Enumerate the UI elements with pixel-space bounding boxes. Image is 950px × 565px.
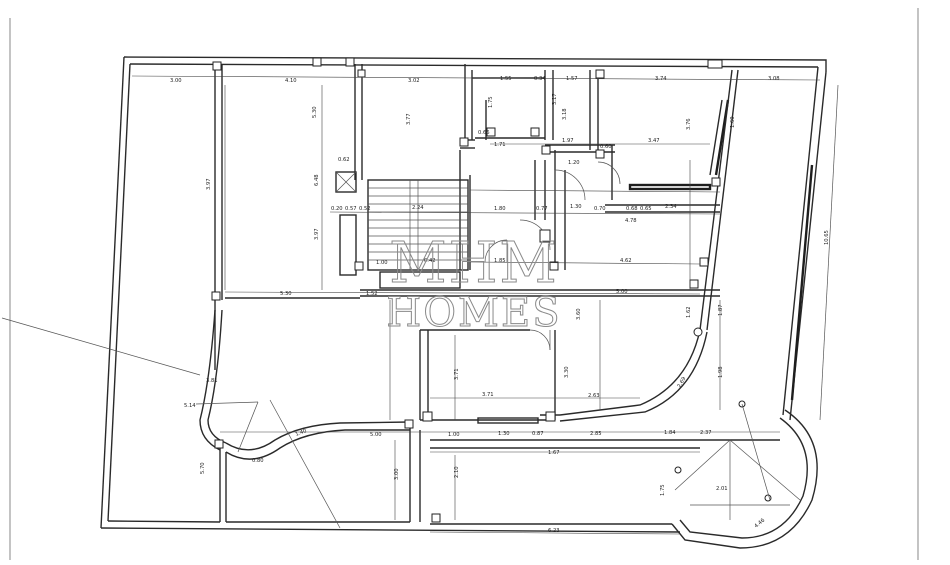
dim-label: 3.97	[314, 228, 320, 240]
dim-label: 3.08	[768, 76, 780, 82]
dim-label: 2.85	[590, 431, 602, 437]
dim-label: 1.30	[498, 431, 510, 437]
dim-label: 2.63	[588, 393, 600, 399]
dim-label: 1.30	[570, 204, 582, 210]
dim-label: 1.52	[366, 291, 378, 297]
dim-label: 0.42	[424, 258, 436, 264]
dim-label: 0.57	[345, 206, 357, 212]
dim-label: 1.57	[566, 76, 578, 82]
page-border	[9, 8, 919, 560]
dim-label: 1.62	[686, 306, 692, 318]
doors	[484, 161, 621, 351]
dim-label: 0.70	[594, 206, 606, 212]
dim-label: 0.68	[626, 206, 638, 212]
dim-label: 3.81	[206, 378, 218, 384]
dim-label: 4.62	[620, 258, 632, 264]
dim-label: 1.00	[448, 432, 460, 438]
dim-label: 4.46	[753, 518, 766, 530]
dim-label: 2.37	[700, 430, 712, 436]
dim-label: 2.01	[716, 486, 728, 492]
dim-label: 1.80	[494, 206, 506, 212]
dim-label: 1.20	[568, 160, 580, 166]
dim-label: 3.00	[170, 78, 182, 84]
dim-label: 0.60	[600, 144, 612, 150]
dim-label: 1.60	[730, 116, 736, 128]
dim-label: 1.40	[295, 428, 308, 438]
dim-label: 5.00	[616, 289, 628, 295]
watermark-homes: HOMES	[386, 290, 561, 336]
dim-label: 1.00	[376, 260, 388, 266]
leader-lines	[1, 84, 839, 529]
dim-label: 3.47	[648, 138, 660, 144]
dim-label: 3.76	[686, 118, 692, 130]
curved-terrace	[671, 403, 818, 549]
dim-label: 1.85	[494, 258, 506, 264]
dim-label: 1.75	[660, 484, 666, 496]
dim-label: 6.23	[548, 528, 560, 534]
dim-label: 2.34	[665, 204, 677, 210]
dim-label: 1.97	[562, 138, 574, 144]
dim-label: 4.78	[625, 218, 637, 224]
dim-label: 1.84	[664, 430, 676, 436]
dim-label: 3.71	[454, 368, 460, 380]
dim-label: 10.65	[824, 230, 830, 245]
dim-label: 3.02	[408, 78, 420, 84]
dim-label: 1.55	[500, 76, 512, 82]
dim-label: 0.66	[478, 130, 490, 136]
dim-label: 3.60	[576, 308, 582, 320]
dim-label: 5.30	[280, 291, 292, 297]
dim-label: 5.30	[312, 106, 318, 118]
dim-label: 3.18	[562, 108, 568, 120]
dim-label: 2.10	[454, 466, 460, 478]
dimension-lines	[131, 75, 821, 535]
outer-boundary	[100, 56, 827, 533]
dim-label: 5.00	[370, 432, 382, 438]
dim-label: 0.20	[331, 206, 343, 212]
dim-label: 0.87	[532, 431, 544, 437]
dim-label: 1.87	[718, 304, 724, 316]
dim-label: 4.10	[285, 78, 297, 84]
dim-label: 2.24	[412, 205, 424, 211]
dim-label: 3.17	[552, 93, 558, 105]
dim-label: 6.48	[314, 174, 320, 186]
dim-label: 1.75	[488, 96, 494, 108]
dim-label: 0.77	[536, 206, 548, 212]
dim-label: 5.14	[184, 403, 196, 409]
dim-label: 3.30	[564, 366, 570, 378]
dim-label: 0.34	[534, 76, 546, 82]
dimension-labels: 3.00 4.10 3.02 1.55 0.34 1.57 3.74 3.08 …	[170, 76, 830, 534]
dim-label: 0.80	[252, 458, 264, 464]
dim-label: 0.52	[359, 206, 371, 212]
dim-label: 3.74	[655, 76, 667, 82]
interior-walls	[199, 64, 780, 522]
watermark-mhm: MHM	[389, 231, 559, 296]
dim-label: 1.67	[548, 450, 560, 456]
dim-label: 3.97	[206, 178, 212, 190]
dim-label: 3.00	[394, 468, 400, 480]
dim-label: 3.71	[482, 392, 494, 398]
dim-label: 3.77	[406, 113, 412, 125]
dim-label: 2.69	[677, 376, 688, 389]
dim-label: 0.62	[338, 157, 350, 163]
dim-label: 1.71	[494, 142, 506, 148]
dim-label: 5.70	[200, 462, 206, 474]
watermark: MHM HOMES	[386, 231, 561, 337]
dim-label: 1.98	[718, 366, 724, 378]
dim-label: 0.65	[640, 206, 652, 212]
columns	[211, 57, 772, 523]
